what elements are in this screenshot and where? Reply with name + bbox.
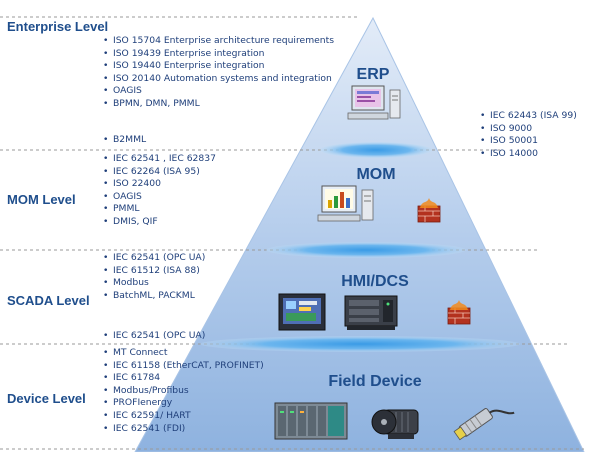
list-item: ISO 19440 Enterprise integration — [103, 60, 334, 73]
list-item: IEC 62591/ HART — [103, 410, 264, 423]
list-item: BatchML, PACKML — [103, 290, 205, 303]
list-item: IEC 62541 (OPC UA) — [103, 330, 205, 343]
mom-level-title: MOM Level — [7, 192, 76, 207]
mom-standards-list: IEC 62541 , IEC 62837 IEC 62264 (ISA 95)… — [103, 153, 216, 229]
proximity-sensor-icon — [453, 408, 515, 441]
list-item: MT Connect — [103, 347, 264, 360]
device-level-title: Device Level — [7, 391, 86, 406]
list-item: IEC 62264 (ISA 95) — [103, 166, 216, 179]
device-standards-list: MT Connect IEC 61158 (EtherCAT, PROFINET… — [103, 347, 264, 435]
list-item: ISO 15704 Enterprise architecture requir… — [103, 35, 334, 48]
list-item: B2MML — [103, 134, 146, 147]
list-item: IEC 61512 (ISA 88) — [103, 265, 205, 278]
list-item: PROFIenergy — [103, 397, 264, 410]
scada-standards-list: IEC 62541 (OPC UA) IEC 61512 (ISA 88) Mo… — [103, 252, 205, 302]
cross-cutting-standards-list: IEC 62443 (ISA 99) ISO 9000 ISO 50001 IS… — [480, 110, 577, 160]
scada-standards-list-extra: IEC 62541 (OPC UA) — [103, 330, 205, 343]
list-item: IEC 62541 (FDI) — [103, 423, 264, 436]
scada-level-title: SCADA Level — [7, 293, 90, 308]
layer-band-erp-mom — [320, 142, 432, 158]
enterprise-standards-list: ISO 15704 Enterprise architecture requir… — [103, 35, 334, 111]
list-item: IEC 61784 — [103, 372, 264, 385]
list-item: OAGIS — [103, 85, 334, 98]
enterprise-standards-list-extra: B2MML — [103, 134, 146, 147]
list-item: IEC 62541 (OPC UA) — [103, 252, 205, 265]
list-item: OAGIS — [103, 191, 216, 204]
list-item: ISO 50001 — [480, 135, 577, 148]
list-item: ISO 14000 — [480, 148, 577, 161]
layer-label-erp: ERP — [356, 66, 390, 83]
layer-label-field-device: Field Device — [328, 373, 422, 390]
list-item: Modbus — [103, 277, 205, 290]
list-item: DMIS, QIF — [103, 216, 216, 229]
list-item: IEC 62541 , IEC 62837 — [103, 153, 216, 166]
electric-motor-icon — [371, 409, 419, 439]
list-item: PMML — [103, 203, 216, 216]
list-item: IEC 62443 (ISA 99) — [480, 110, 577, 123]
list-item: ISO 9000 — [480, 123, 577, 136]
mom-analytics-workstation-icon — [317, 185, 374, 222]
hmi-touch-panel-icon — [278, 293, 326, 331]
list-item: ISO 19439 Enterprise integration — [103, 48, 334, 61]
plc-rack-icon — [274, 402, 348, 440]
erp-workstation-icon — [347, 85, 401, 120]
list-item: IEC 61158 (EtherCAT, PROFINET) — [103, 360, 264, 373]
firewall-icon — [447, 300, 471, 325]
industrial-pc-icon — [344, 295, 398, 330]
layer-label-mom: MOM — [356, 166, 396, 183]
list-item: ISO 22400 — [103, 178, 216, 191]
enterprise-level-title: Enterprise Level — [7, 19, 109, 34]
layer-band-hmi-field — [200, 336, 520, 352]
list-item: ISO 20140 Automation systems and integra… — [103, 73, 334, 86]
list-item: Modbus/Profibus — [103, 385, 264, 398]
layer-label-hmi-dcs: HMI/DCS — [341, 273, 409, 290]
firewall-icon — [417, 198, 441, 223]
list-item: BPMN, DMN, PMML — [103, 98, 334, 111]
layer-band-mom-hmi — [266, 242, 466, 258]
